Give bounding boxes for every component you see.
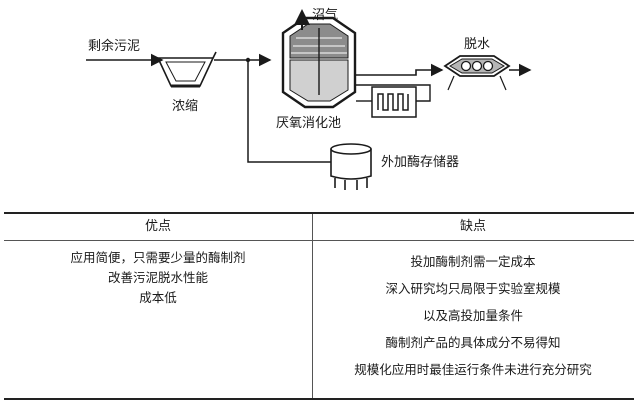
sludge-input-label: 剩余污泥 xyxy=(88,38,140,54)
thickening-tank xyxy=(156,51,217,88)
enzyme-storage-tank xyxy=(330,143,372,190)
advantage-item: 应用简便，只需要少量的酶制剂 xyxy=(70,250,246,265)
process-flow-diagram: 剩余污泥 浓缩 沼气 厌氧消化池 外加酶存储器 xyxy=(86,7,532,190)
disadvantage-item: 投加酶制剂需一定成本 xyxy=(410,254,536,269)
biogas-label: 沼气 xyxy=(312,7,338,23)
dosing-junction xyxy=(245,57,251,63)
thickening-label: 浓缩 xyxy=(172,98,198,114)
disadvantage-item: 深入研究均只局限于实验室规模 xyxy=(385,281,561,296)
advantages-header: 优点 xyxy=(144,219,171,234)
anaerobic-digester-label: 厌氧消化池 xyxy=(276,116,341,131)
dewatering-label: 脱水 xyxy=(464,37,490,52)
heat-exchanger xyxy=(371,86,417,118)
header-divider xyxy=(4,240,634,241)
disadvantage-item: 酶制剂产品的具体成分不易得知 xyxy=(385,335,561,350)
recirculation-line xyxy=(356,84,431,102)
anaerobic-digester xyxy=(281,16,357,109)
advantages-list: 应用简便，只需要少量的酶制剂 改善污泥脱水性能 成本低 xyxy=(4,248,312,308)
disadvantages-list: 投加酶制剂需一定成本 深入研究均只局限于实验室规模 以及高投加量条件 酶制剂产品… xyxy=(312,248,634,383)
disadvantage-item: 以及高投加量条件 xyxy=(422,308,523,323)
digester-to-dewatering-line xyxy=(356,63,444,77)
advantage-item: 成本低 xyxy=(139,290,177,305)
enzyme-dosing-line xyxy=(247,60,331,163)
dewatering-belt-press xyxy=(443,55,511,91)
column-divider xyxy=(312,214,313,398)
pros-cons-table: 优点 缺点 应用简便，只需要少量的酶制剂 改善污泥脱水性能 成本低 投加酶制剂需… xyxy=(4,212,634,400)
enzyme-storage-label: 外加酶存储器 xyxy=(381,154,459,170)
disadvantages-header: 缺点 xyxy=(459,219,486,234)
disadvantage-item: 规模化应用时最佳运行条件未进行充分研究 xyxy=(354,362,592,377)
advantage-item: 改善污泥脱水性能 xyxy=(107,270,208,285)
